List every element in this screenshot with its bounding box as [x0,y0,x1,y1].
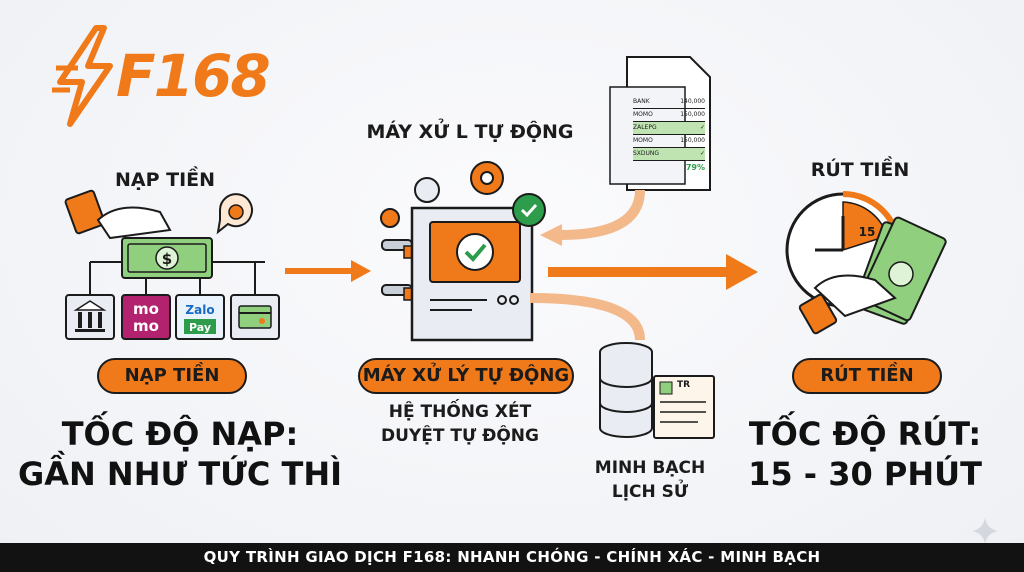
arrow-left-icon [540,224,562,246]
flow-arrows [529,189,758,341]
cash-symbol: $ [162,250,172,268]
check-badge-icon [512,193,546,227]
sparkle-icon [972,518,998,544]
processor-pill: MÁY XỬ LÝ TỰ ĐỘNG [358,358,574,394]
svg-text:mo: mo [133,317,159,335]
hand-icon [798,274,897,335]
processor-desc-line2: DUYỆT TỰ ĐỘNG [381,426,539,446]
arrow-right-icon [285,260,371,282]
gear-icon [470,161,504,195]
processor-desc-line1: HỆ THỐNG XÉT [388,402,532,422]
history-line1: MINH BẠCH [594,458,706,478]
database-icon [599,342,715,439]
withdraw-pill: RÚT TIỀN [792,358,942,394]
deposit-title: NẠP TIỀN [114,169,216,191]
history-doc-label: TR [677,380,691,390]
zalopay-icon: Zalo Pay [175,294,225,340]
report-percent: 79% [685,163,705,172]
card-icon [230,294,280,340]
momo-icon: mo mo [121,294,171,340]
gear-small-icon [380,177,440,228]
deposit-speed-line1: TỐC ĐỘ NẠP: [61,415,299,453]
chat-coin-icon [216,193,253,235]
brand-logo: F168 [52,25,271,128]
processor-machine-icon [380,161,546,342]
withdraw-illustration: 15 [784,191,947,335]
brand-name: F168 [116,42,271,110]
svg-text:Zalo: Zalo [185,303,214,317]
deposit-illustration: $ mo mo Zalo Pay [64,189,280,340]
processor-title: MÁY XỬ L TỰ ĐỘNG [366,121,574,143]
arrow-right-icon [726,254,758,290]
deposit-pill: NẠP TIỀN [97,358,247,394]
footer-banner: QUY TRÌNH GIAO DỊCH F168: NHANH CHÓNG - … [0,543,1024,572]
history-line2: LỊCH SỬ [611,482,689,502]
report-row: ZALEPG✓ [633,122,705,135]
svg-text:Pay: Pay [189,321,211,334]
bank-icon [65,294,115,340]
hand-icon [64,189,172,240]
lightning-icon [52,25,113,127]
svg-text:15: 15 [859,225,876,239]
withdraw-title: RÚT TIỀN [810,159,910,181]
deposit-speed-line2: GẦN NHƯ TỨC THÌ [17,455,343,493]
report-row: SXDUNG✓ [633,148,705,161]
withdraw-speed-line1: TỐC ĐỘ RÚT: [748,415,982,453]
cash-bill-icon: $ [121,237,213,279]
withdraw-speed-line2: 15 - 30 PHÚT [748,455,982,493]
svg-text:mo: mo [133,300,159,318]
